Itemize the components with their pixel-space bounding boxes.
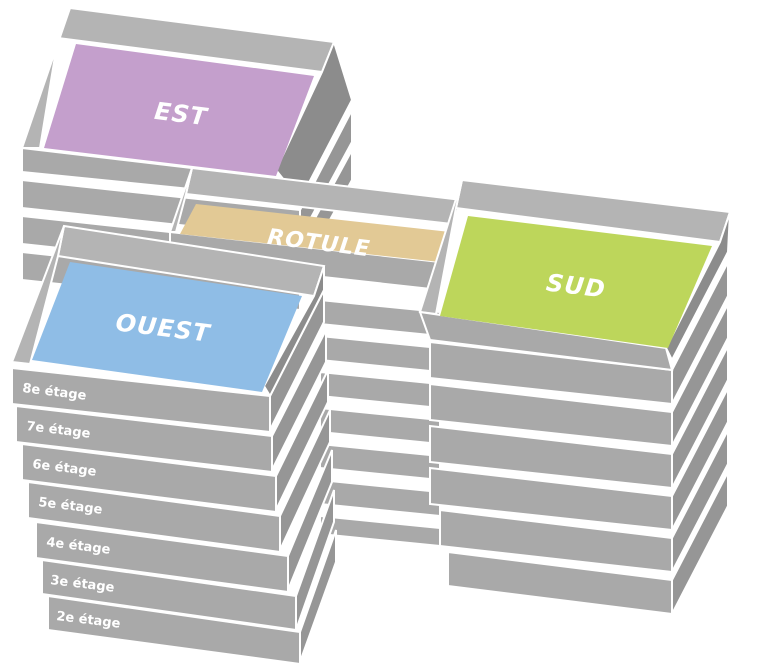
rotule-slab bbox=[319, 406, 441, 446]
rotule-slab bbox=[319, 442, 441, 482]
ouest-floor-area bbox=[32, 262, 302, 392]
sud-slab-side bbox=[671, 261, 729, 405]
ouest-rim-right bbox=[262, 265, 325, 399]
rotule-slab bbox=[319, 478, 441, 518]
sud-floor-stack bbox=[429, 261, 729, 616]
sud-floor-area bbox=[440, 216, 712, 348]
floor-slab-5 bbox=[27, 480, 281, 554]
sud-slab-side bbox=[671, 303, 729, 447]
rotule-slab bbox=[319, 334, 441, 374]
ouest-rim-left bbox=[10, 225, 65, 366]
est-rim-left bbox=[20, 7, 71, 149]
floor-slab-3 bbox=[41, 558, 297, 632]
floor-slab-6 bbox=[21, 442, 277, 514]
floor-slab-4 bbox=[35, 520, 289, 594]
floor-slab-7 bbox=[15, 404, 273, 474]
block-label-est: EST bbox=[153, 97, 210, 131]
rotule-slab bbox=[319, 370, 441, 410]
sud-slab-side bbox=[671, 429, 729, 573]
sud-slab-side bbox=[671, 387, 729, 531]
block-rotule: ROTULE bbox=[168, 166, 464, 548]
sud-slab-side bbox=[671, 345, 729, 489]
est-floor-area bbox=[44, 44, 314, 176]
rotule-floor-stack bbox=[319, 298, 441, 548]
sud-rim-right bbox=[664, 211, 731, 363]
block-ouest: 8e étage 7e étage 6e étage 5e étage 4e é… bbox=[10, 224, 337, 664]
floor-slab-8 bbox=[11, 366, 271, 434]
rotule-floor-area bbox=[180, 204, 450, 262]
rotule-slab bbox=[319, 514, 441, 548]
floor-slab-2 bbox=[47, 594, 301, 664]
sud-slab-side bbox=[671, 471, 729, 615]
ouest-floor-stack: 8e étage 7e étage 6e étage 5e étage 4e é… bbox=[11, 366, 301, 664]
block-sud: SUD bbox=[418, 178, 732, 616]
